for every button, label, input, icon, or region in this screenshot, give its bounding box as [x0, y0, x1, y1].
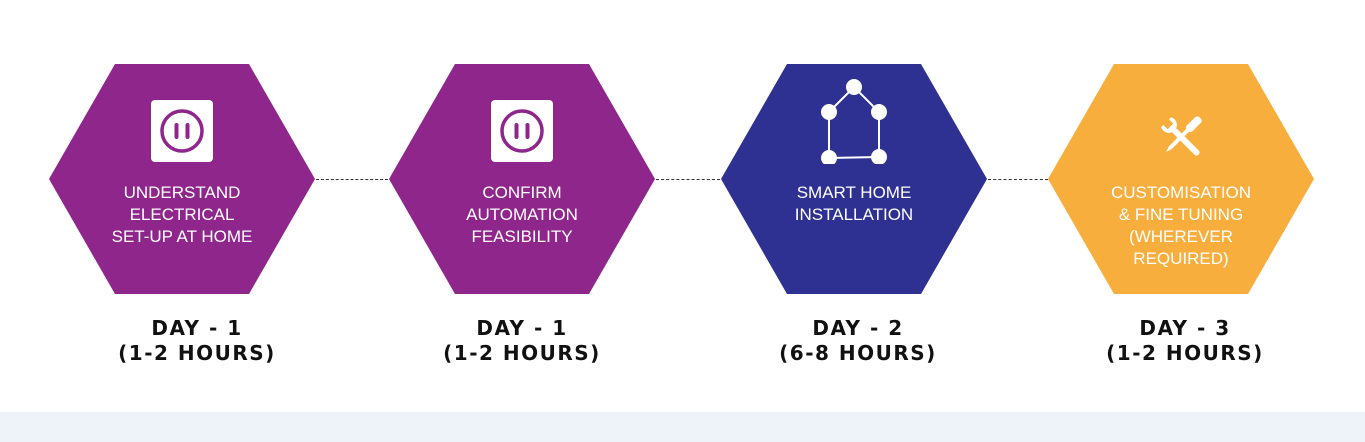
step-4-day: DAY - 3: [1139, 316, 1231, 340]
step-3-day: DAY - 2: [812, 316, 904, 340]
hexagon-shape: [1048, 64, 1314, 294]
step-2-timing: DAY - 1 (1-2 HOURS): [389, 316, 655, 366]
step-4-hexagon: CUSTOMISATION & FINE TUNING (WHEREVER RE…: [1048, 64, 1314, 294]
step-4-timing: DAY - 3 (1-2 HOURS): [1052, 316, 1318, 366]
connector-1-2: [316, 179, 388, 180]
connector-2-3: [656, 179, 720, 180]
power-socket-icon: [491, 100, 553, 167]
step-1-hours: (1-2 HOURS): [118, 341, 276, 365]
connector-3-4: [988, 179, 1048, 180]
step-3-label: SMART HOME INSTALLATION: [794, 183, 914, 224]
step-2-hexagon: CONFIRM AUTOMATION FEASIBILITY: [389, 64, 655, 294]
step-1-timing: DAY - 1 (1-2 HOURS): [64, 316, 330, 366]
step-2-label: CONFIRM AUTOMATION FEASIBILITY: [466, 183, 578, 246]
step-2-day: DAY - 1: [476, 316, 568, 340]
step-2-hours: (1-2 HOURS): [443, 341, 601, 365]
step-4-hours: (1-2 HOURS): [1106, 341, 1264, 365]
smart-home-network-icon: [814, 78, 894, 169]
step-3-hours: (6-8 HOURS): [779, 341, 937, 365]
wrench-screwdriver-icon: [1156, 112, 1206, 167]
step-4-label: CUSTOMISATION & FINE TUNING (WHEREVER RE…: [1110, 183, 1252, 268]
step-1-label: UNDERSTAND ELECTRICAL SET-UP AT HOME: [111, 183, 253, 246]
step-1-day: DAY - 1: [151, 316, 243, 340]
step-3-timing: DAY - 2 (6-8 HOURS): [725, 316, 991, 366]
bottom-band: [0, 412, 1365, 442]
power-socket-icon: [151, 100, 213, 167]
hexagon-shape: [721, 64, 987, 294]
hexagon-shape: [389, 64, 655, 294]
step-1-hexagon: UNDERSTAND ELECTRICAL SET-UP AT HOME: [49, 64, 315, 294]
hexagon-shape: [49, 64, 315, 294]
step-3-hexagon: SMART HOME INSTALLATION: [721, 64, 987, 294]
